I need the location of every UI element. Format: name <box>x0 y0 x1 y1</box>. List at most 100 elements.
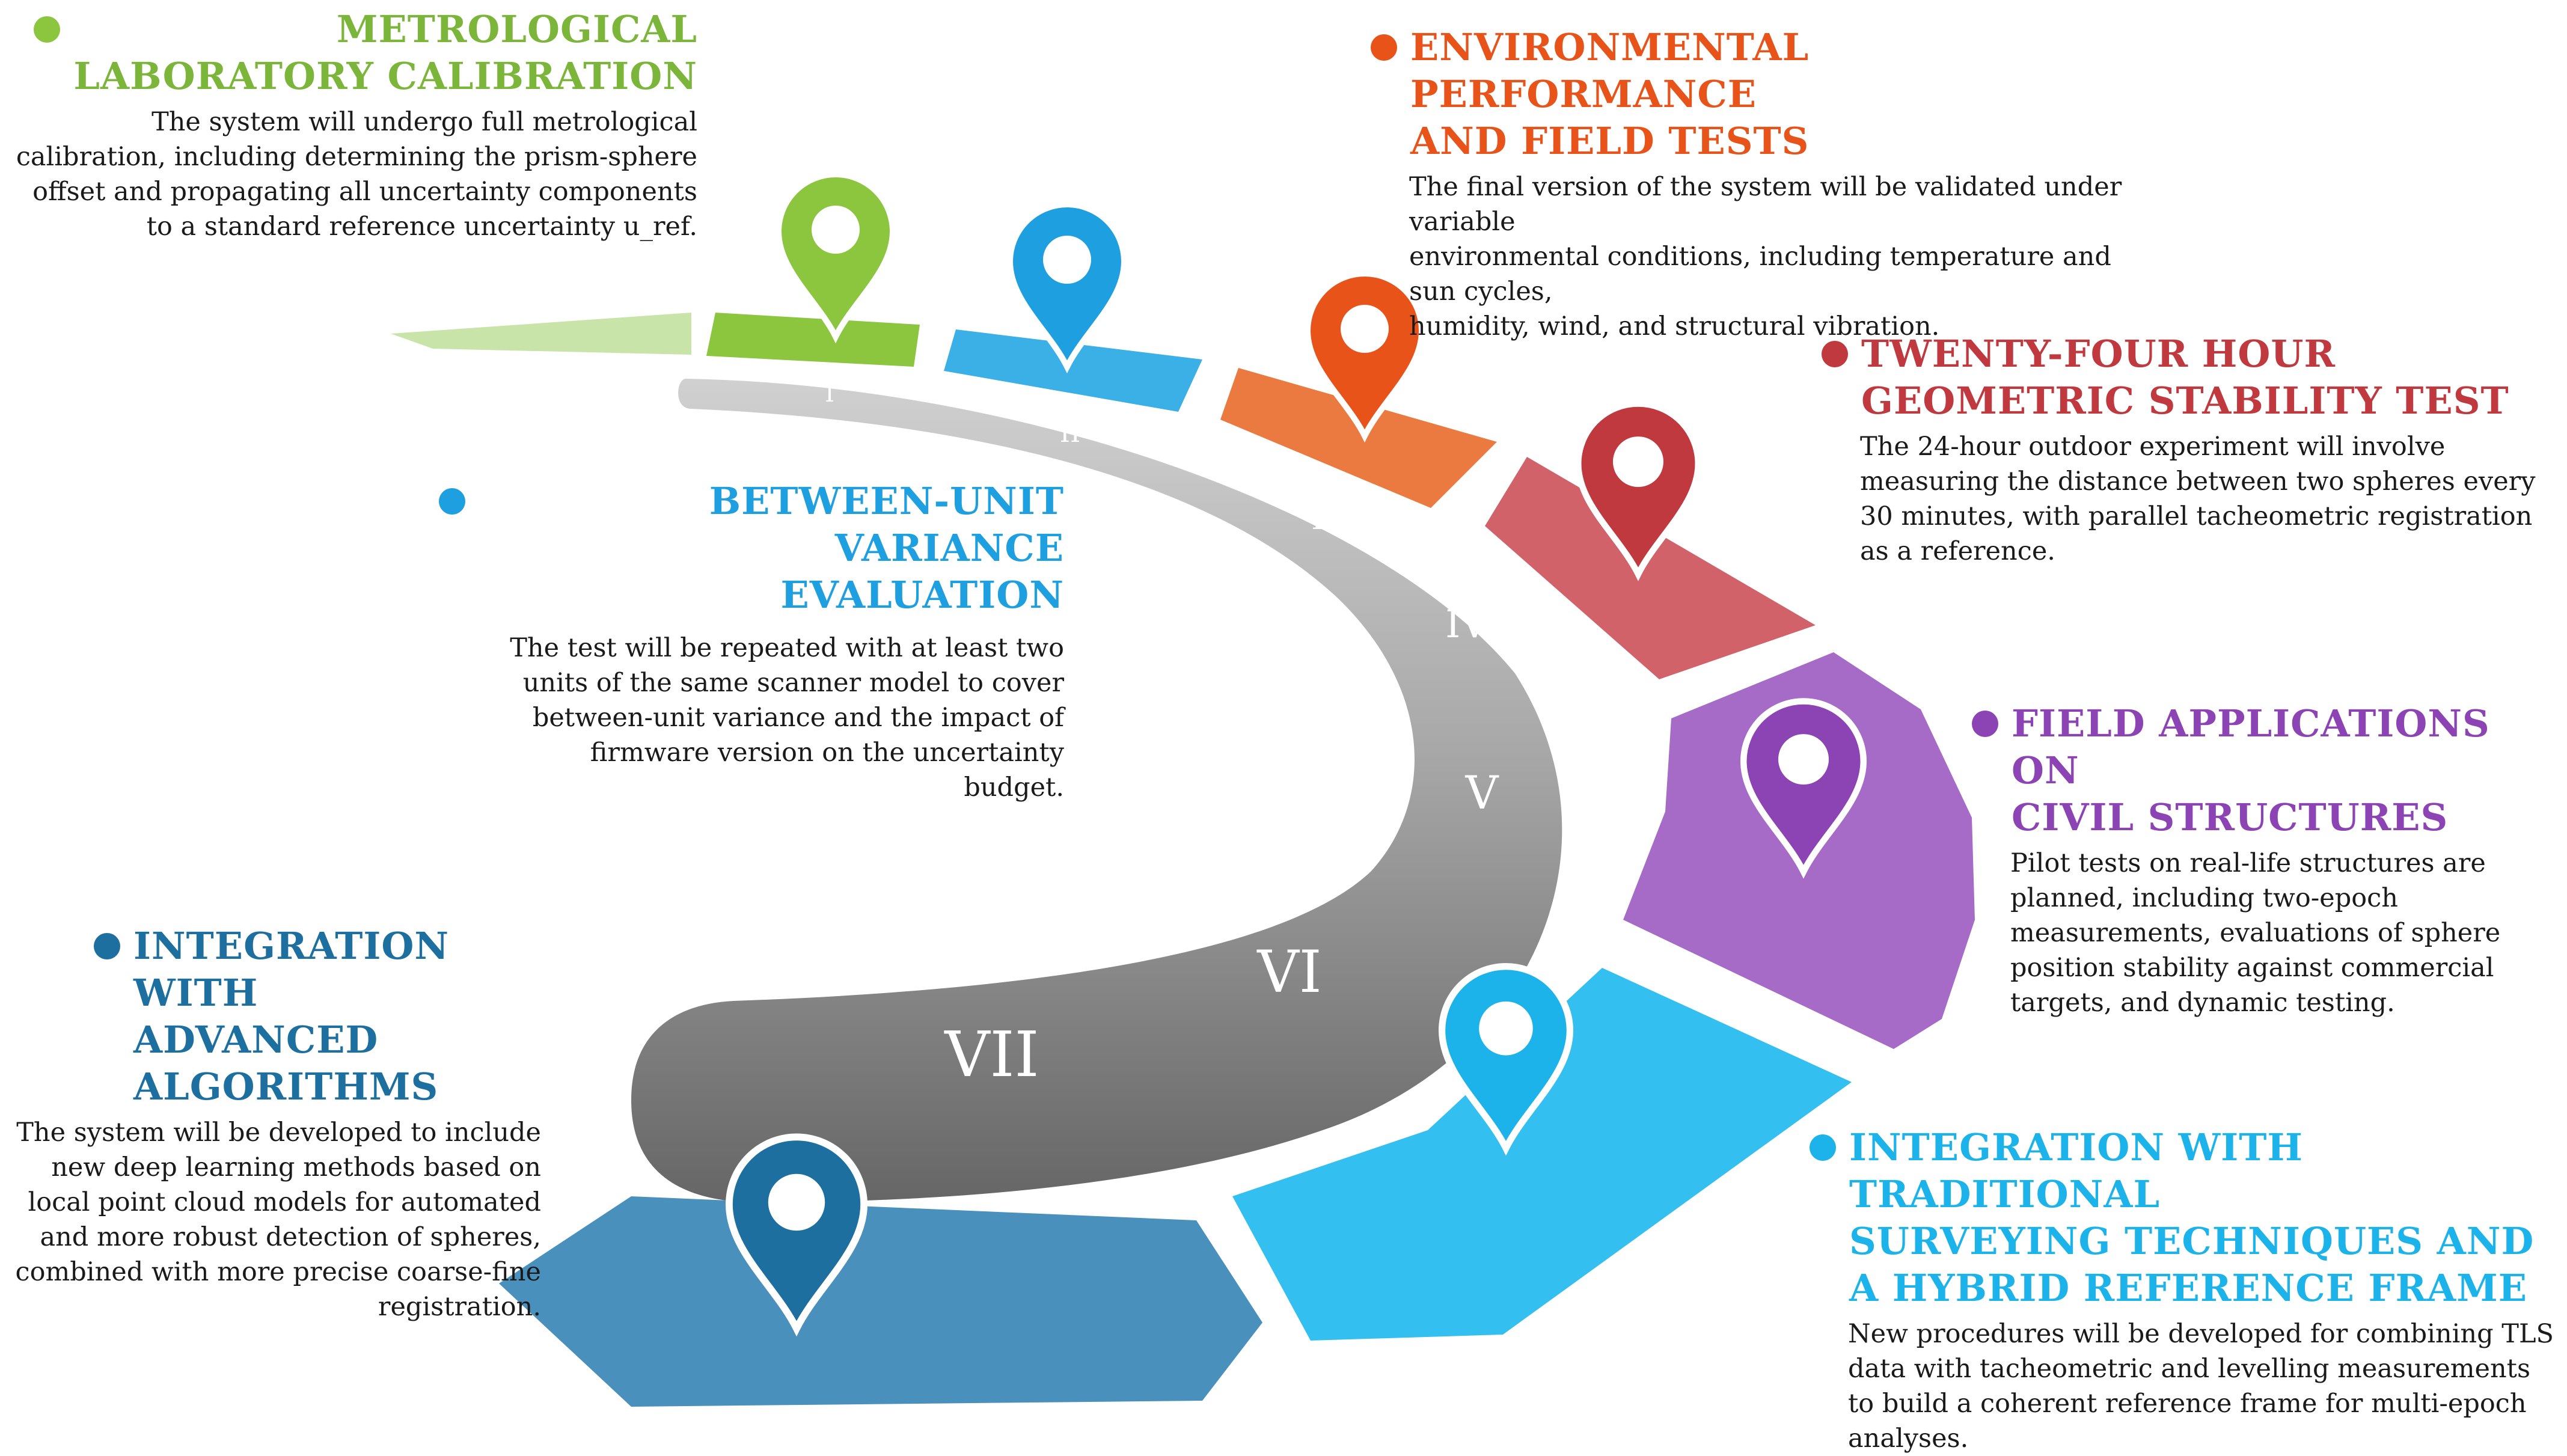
pin-hole <box>1341 305 1389 353</box>
title-line: AND FIELD TESTS <box>1410 119 1810 163</box>
pin-body <box>1438 963 1574 1156</box>
stage-VII-title: INTEGRATION WITH ADVANCED ALGORITHMS <box>133 923 541 1110</box>
title-line: METROLOGICAL <box>336 7 697 51</box>
stage-III-block: ENVIRONMENTAL PERFORMANCE AND FIELD TEST… <box>1371 24 2152 344</box>
pin-body <box>725 1133 868 1337</box>
stage-I-description: The system will undergo full metrologica… <box>12 105 697 244</box>
title-line: ADVANCED ALGORITHMS <box>133 1018 439 1109</box>
description-line: Pilot tests on real-life structures are <box>2010 848 2486 878</box>
location-pins <box>725 171 1867 1337</box>
title-line: EVALUATION <box>780 573 1064 617</box>
stage-numeral-IV: IV <box>1445 602 1489 647</box>
pin-hole <box>1479 1001 1533 1056</box>
stage-III-title: ENVIRONMENTAL PERFORMANCE AND FIELD TEST… <box>1410 24 2152 165</box>
title-line: FIELD APPLICATIONS ON <box>2012 702 2490 792</box>
description-line: 30 minutes, with parallel tacheometric r… <box>1860 501 2533 531</box>
stage-IV-description: The 24-hour outdoor experiment will invo… <box>1860 429 2543 569</box>
title-line: SURVEYING TECHNIQUES AND <box>1849 1219 2535 1263</box>
title-line: LABORATORY CALIBRATION <box>73 54 697 98</box>
stage-II-description: The test will be repeated with at least … <box>439 631 1064 805</box>
stage-numeral-III: III <box>1312 503 1346 536</box>
stage-V-heading: FIELD APPLICATIONS ON CIVIL STRUCTURES <box>1972 700 2549 841</box>
stage-numeral-VI: VI <box>1256 938 1321 1006</box>
bullet-icon <box>1972 711 1998 737</box>
description-line: The 24-hour outdoor experiment will invo… <box>1860 432 2446 462</box>
description-line: and more robust detection of spheres, <box>40 1222 541 1252</box>
description-line: registration. <box>378 1292 541 1322</box>
stage-V-description: Pilot tests on real-life structures are … <box>2010 846 2549 1020</box>
description-line: analyses. <box>1848 1424 1969 1454</box>
stage-VII-description: The system will be developed to include … <box>12 1115 541 1324</box>
pin-hole <box>812 206 860 254</box>
band-segment-II <box>944 329 1202 412</box>
stage-numeral-I: I <box>825 380 834 408</box>
description-line: offset and propagating all uncertainty c… <box>32 177 697 207</box>
description-line: planned, including two-epoch <box>2010 883 2398 913</box>
band-segment-III <box>1220 368 1497 508</box>
pin-body <box>1304 271 1425 443</box>
description-line: to build a coherent reference frame for … <box>1848 1389 2527 1419</box>
description-line: new deep learning methods based on <box>51 1152 541 1182</box>
stage-VI-location-pin-icon <box>1438 963 1574 1156</box>
stage-III-description: The final version of the system will be … <box>1409 170 2152 344</box>
band-segment-VI <box>1232 968 1852 1341</box>
title-line: INTEGRATION WITH <box>133 924 450 1015</box>
pin-body <box>1575 400 1701 581</box>
pin-body <box>1740 698 1867 879</box>
bullet-icon <box>34 16 61 43</box>
pin-hole <box>1613 436 1663 488</box>
description-line: budget. <box>964 772 1064 803</box>
description-line: environmental conditions, including temp… <box>1409 242 2111 307</box>
bullet-icon <box>439 488 465 515</box>
stage-V-title: FIELD APPLICATIONS ON CIVIL STRUCTURES <box>2012 700 2549 841</box>
stage-numeral-VII: VII <box>943 1018 1039 1091</box>
title-line: GEOMETRIC STABILITY TEST <box>1861 379 2509 423</box>
description-line: The test will be repeated with at least … <box>510 633 1064 663</box>
description-line: combined with more precise coarse-fine <box>15 1257 541 1287</box>
title-line: TWENTY-FOUR HOUR <box>1861 332 2336 376</box>
description-line: measurements, evaluations of sphere <box>2010 918 2501 948</box>
description-line: as a reference. <box>1860 536 2055 566</box>
description-line: firmware version on the uncertainty <box>590 738 1064 768</box>
stage-VII-block: INTEGRATION WITH ADVANCED ALGORITHMS The… <box>12 923 541 1324</box>
description-line: calibration, including determining the p… <box>16 142 697 172</box>
description-line: units of the same scanner model to cover <box>522 668 1064 698</box>
title-line: A HYBRID REFERENCE FRAME <box>1849 1266 2528 1310</box>
bullet-icon <box>1371 34 1397 61</box>
description-line: The final version of the system will be … <box>1409 172 2122 237</box>
stage-II-block: BETWEEN-UNIT VARIANCE EVALUATION The tes… <box>439 478 1064 805</box>
stage-VI-description: New procedures will be developed for com… <box>1848 1317 2561 1456</box>
stage-IV-block: TWENTY-FOUR HOUR GEOMETRIC STABILITY TES… <box>1822 331 2543 569</box>
description-line: local point cloud models for automated <box>28 1187 541 1217</box>
title-line: ENVIRONMENTAL PERFORMANCE <box>1410 25 1810 116</box>
stage-I-heading: METROLOGICAL LABORATORY CALIBRATION <box>12 6 697 100</box>
band-lead-in <box>391 313 691 355</box>
timeline-road <box>631 379 1562 1202</box>
stage-III-location-pin-icon <box>1304 271 1425 443</box>
description-line: targets, and dynamic testing. <box>2010 988 2395 1018</box>
pin-hole <box>1043 236 1091 284</box>
description-line: to a standard reference uncertainty u_re… <box>146 212 697 242</box>
stage-II-heading: BETWEEN-UNIT VARIANCE EVALUATION <box>439 478 1064 619</box>
title-line: CIVIL STRUCTURES <box>2012 795 2449 839</box>
stage-IV-location-pin-icon <box>1575 400 1701 581</box>
pin-body <box>1006 201 1128 374</box>
stage-VI-heading: INTEGRATION WITH TRADITIONAL SURVEYING T… <box>1810 1124 2561 1312</box>
title-line: BETWEEN-UNIT VARIANCE <box>709 479 1064 570</box>
stage-I-title: METROLOGICAL LABORATORY CALIBRATION <box>73 6 697 100</box>
bullet-icon <box>94 933 120 959</box>
band-segment-VII <box>499 1196 1262 1407</box>
title-line: INTEGRATION WITH TRADITIONAL <box>1849 1125 2304 1216</box>
description-line: humidity, wind, and structural vibration… <box>1409 311 1940 341</box>
stage-II-title: BETWEEN-UNIT VARIANCE EVALUATION <box>479 478 1064 619</box>
stage-V-block: FIELD APPLICATIONS ON CIVIL STRUCTURES P… <box>1972 700 2549 1020</box>
pin-hole <box>768 1173 825 1231</box>
band-segment-IV <box>1485 457 1816 679</box>
stage-numeral-II: II <box>1060 418 1081 448</box>
stage-I-location-pin-icon <box>775 171 896 344</box>
stage-VII-location-pin-icon <box>725 1133 868 1337</box>
stage-IV-heading: TWENTY-FOUR HOUR GEOMETRIC STABILITY TES… <box>1822 331 2543 424</box>
